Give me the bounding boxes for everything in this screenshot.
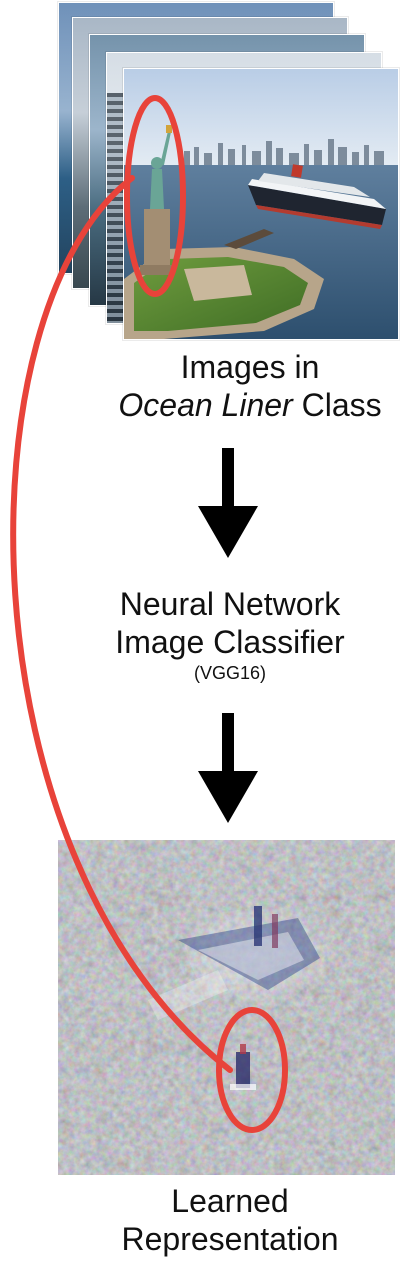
learned-representation-label: Learned Representation [80,1182,380,1259]
down-arrow-icon [198,448,258,558]
input-class-name: Ocean Liner [118,387,293,424]
ocean-liner [248,164,386,229]
learned-representation-image [58,840,395,1175]
classifier-model-name: (VGG16) [193,662,267,683]
output-line2: Representation [121,1221,339,1258]
classifier-line2: Image Classifier [115,624,345,661]
input-line1: Images in [180,349,320,385]
city-skyline [184,139,384,165]
ocean-liner-photo [123,68,399,340]
input-images-label: Images in Ocean Liner Class [110,348,390,425]
input-class-suffix: Class [292,387,382,424]
classifier-label: Neural Network Image Classifier (VGG16) [70,585,390,685]
output-line1: Learned [171,1183,289,1219]
down-arrow-icon [198,713,258,823]
classifier-line1: Neural Network [119,586,341,622]
color-texture [58,840,395,1175]
